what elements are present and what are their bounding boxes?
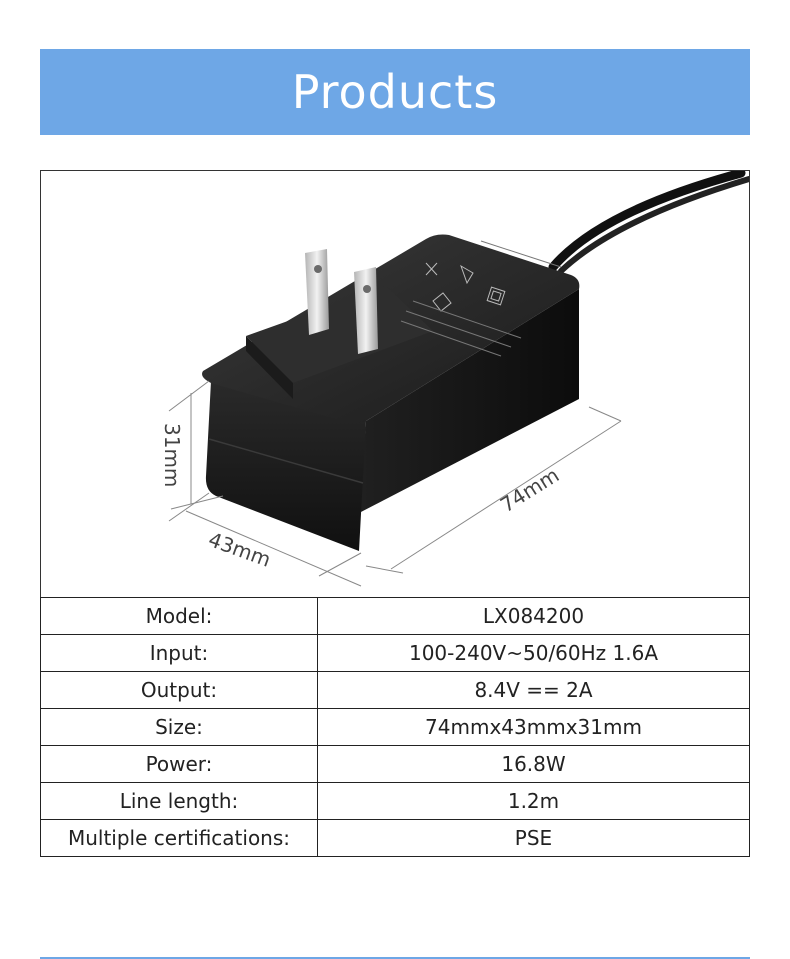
spec-row: Power:16.8W [40,745,750,783]
spec-row: Multiple certifications:PSE [40,819,750,857]
spec-row: Model:LX084200 [40,597,750,635]
spec-row: Line length:1.2m [40,782,750,820]
plug-pins [305,249,378,354]
spec-label: Model: [40,597,318,635]
spec-value: 100-240V~50/60Hz 1.6A [317,634,750,672]
footer-divider [40,957,750,959]
power-adapter-illustration: 31mm 43mm 74mm [160,171,749,587]
adapter-side [359,289,579,513]
spec-value: LX084200 [317,597,750,635]
spec-label: Input: [40,634,318,672]
spec-value: 8.4V == 2A [317,671,750,709]
cable [548,171,749,274]
spec-row: Size:74mmx43mmx31mm [40,708,750,746]
spec-row: Input:100-240V~50/60Hz 1.6A [40,634,750,672]
plug-base [246,286,433,383]
spec-label: Output: [40,671,318,709]
banner-title: Products [291,65,499,119]
spec-label: Multiple certifications: [40,819,318,857]
spec-row: Output:8.4V == 2A [40,671,750,709]
spec-value: 1.2m [317,782,750,820]
height-dimension-label: 31mm [160,423,184,487]
spec-value: 74mmx43mmx31mm [317,708,750,746]
products-banner: Products [40,49,750,135]
dimension-lines [168,380,622,587]
spec-label: Line length: [40,782,318,820]
length-dimension-label: 74mm [496,463,563,517]
spec-value: 16.8W [317,745,750,783]
spec-label: Size: [40,708,318,746]
spec-label: Power: [40,745,318,783]
certification-marks [400,240,562,357]
adapter-front [205,381,366,551]
spec-value: PSE [317,819,750,857]
product-image-panel: 31mm 43mm 74mm [40,170,750,598]
